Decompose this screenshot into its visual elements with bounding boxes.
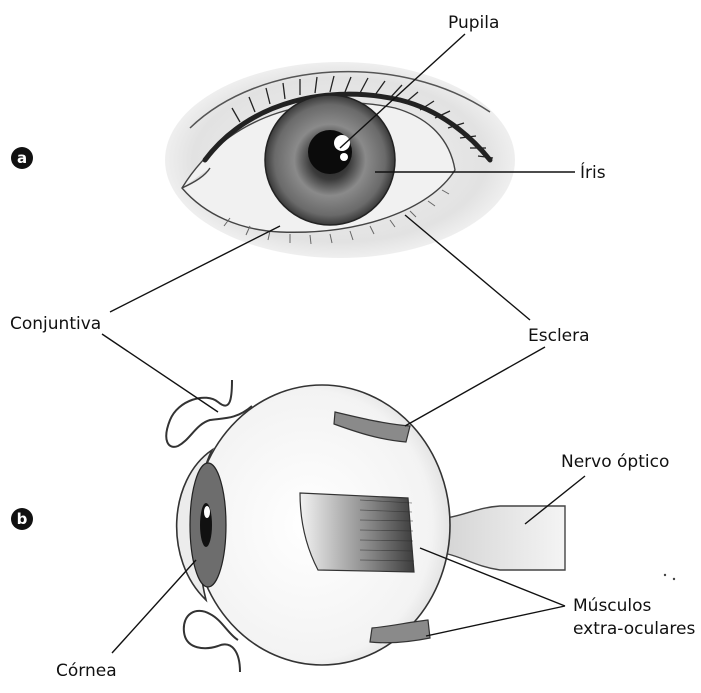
pupil-side-highlight [204, 506, 210, 518]
label-cornea: Córnea [56, 661, 117, 681]
rectus-muscle-shading [300, 493, 414, 572]
label-musculos-line1: Músculos [573, 596, 652, 616]
label-esclera: Esclera [528, 326, 590, 346]
leader-esclera-side [405, 347, 545, 426]
leader-musculos-lower [426, 606, 565, 636]
leader-conjuntiva-front [110, 226, 280, 312]
label-pupila: Pupila [448, 13, 499, 33]
label-iris: Íris [580, 161, 606, 183]
panel-badge-b: b [11, 508, 33, 530]
panel-badge-a: a [11, 147, 33, 169]
pupil-highlight-small [340, 153, 348, 161]
label-conjuntiva: Conjuntiva [10, 314, 101, 334]
panel-a-frontal-eye [165, 62, 515, 258]
speck [673, 578, 675, 580]
speck [664, 574, 666, 576]
panel-badge-a-label: a [17, 149, 27, 167]
panel-badge-b-label: b [17, 510, 28, 528]
leader-esclera-front [405, 215, 530, 320]
label-nervo-optico: Nervo óptico [561, 452, 669, 472]
leader-cornea [112, 560, 196, 653]
leader-conjuntiva-side [102, 334, 218, 412]
label-musculos-line2: extra-oculares [573, 619, 695, 639]
pupil-highlight [334, 135, 350, 151]
